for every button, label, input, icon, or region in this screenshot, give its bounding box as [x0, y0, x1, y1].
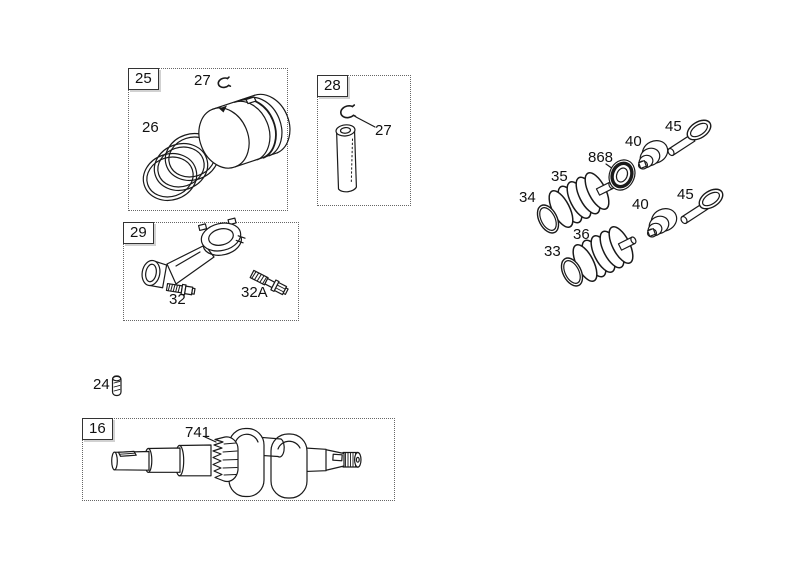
- tappet-lower-drawing: [680, 188, 724, 225]
- part-label-valve-34: 34: [519, 189, 536, 206]
- piston-drawing: [198, 93, 291, 169]
- spring-retainer-lower-drawing: [646, 208, 678, 238]
- part-label-clip-27b: 27: [375, 122, 392, 139]
- retaining-clip-drawing: [340, 104, 357, 119]
- piston-group-box: 25: [128, 68, 288, 211]
- piston-pin-drawing: [335, 124, 357, 193]
- tappet-upper-drawing: [667, 119, 712, 157]
- key-drawing: [111, 375, 122, 397]
- spring-retainer-upper-drawing: [637, 140, 669, 170]
- part-label-retainer-40a: 40: [625, 133, 642, 150]
- part-label-spring-35: 35: [551, 168, 568, 185]
- clip-leader-line: [355, 116, 376, 128]
- connecting-rod-group-box: 29: [123, 222, 299, 321]
- part-label-clip-27a: 27: [194, 72, 211, 89]
- rod-screw-a-drawing: [249, 269, 289, 296]
- piston-pin-group-ref: 28: [317, 75, 348, 97]
- crankshaft-group-ref: 16: [82, 418, 113, 440]
- part-label-rings-26: 26: [142, 119, 159, 136]
- crankshaft-drawing: [111, 427, 362, 499]
- part-label-retainer-40b: 40: [632, 196, 649, 213]
- piston-group-ref: 25: [128, 68, 159, 90]
- connecting-rod-group-ref: 29: [123, 222, 154, 244]
- part-label-seal-868: 868: [588, 149, 614, 166]
- exhaust-valve-drawing: [560, 226, 637, 287]
- part-label-spring-36: 36: [573, 226, 590, 243]
- part-label-gear-741: 741: [185, 424, 211, 441]
- part-label-tappet-45b: 45: [677, 186, 694, 203]
- part-label-valve-33: 33: [544, 243, 561, 260]
- crankshaft-group-box: 16: [82, 418, 395, 501]
- connecting-rod-drawing: [141, 217, 246, 289]
- pin-clip-drawing-piston: [217, 76, 232, 89]
- part-label-screw-32: 32: [169, 291, 186, 308]
- rod-screw-drawing: [165, 282, 196, 296]
- piston-pin-group-box: 28: [317, 75, 411, 206]
- valve-seal-drawing: [605, 159, 636, 191]
- part-label-tappet-45a: 45: [665, 118, 682, 135]
- part-label-key-24: 24: [93, 376, 110, 393]
- part-label-screw-32a: 32A: [241, 284, 268, 301]
